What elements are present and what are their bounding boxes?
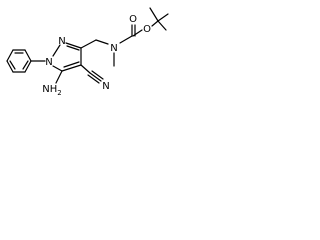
tert-butyl-group — [149, 7, 169, 31]
atom-carbamate-n-label: N — [110, 43, 117, 54]
bond-c-ester-o — [132, 29, 143, 37]
atom-cyano-n-label: N — [102, 81, 109, 92]
pyrazole-ring — [52, 42, 82, 72]
atom-ester-o-label: O — [143, 24, 151, 35]
atom-amino-label: NH2 — [42, 84, 61, 97]
phenyl-ring — [6, 49, 32, 73]
amino-text: NH — [42, 84, 57, 95]
bond-n-carbonyl — [119, 35, 133, 44]
atom-carbonyl-o-label: O — [129, 14, 137, 25]
nitrile-group — [80, 64, 104, 84]
atom-n1-label: N — [45, 57, 52, 68]
methylene-linker — [80, 39, 109, 49]
chemical-structure: N N N O O NH2 N — [6, 7, 169, 97]
atom-n2-label: N — [58, 36, 65, 47]
amino-subscript: 2 — [57, 89, 61, 97]
bond-c5-amino — [55, 70, 63, 84]
